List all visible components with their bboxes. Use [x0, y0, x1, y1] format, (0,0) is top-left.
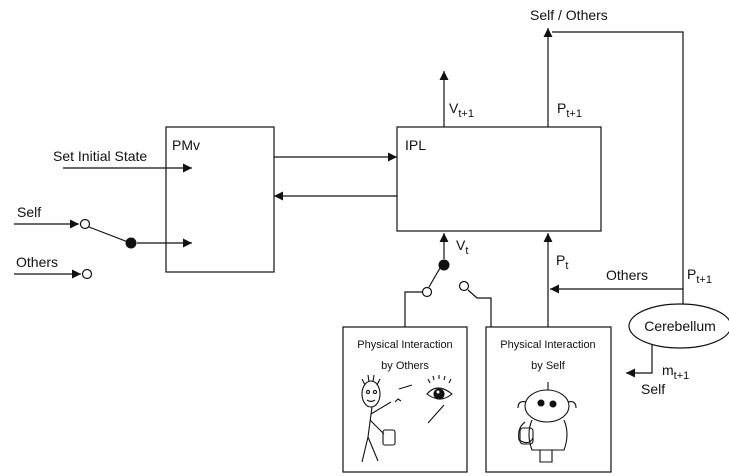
vision-switch-contacts	[404, 280, 492, 327]
v-next-output: Vt+1	[439, 71, 474, 127]
self-switch-contact	[79, 218, 91, 230]
others-input: Others	[14, 254, 93, 280]
p-next-top-label: Pt+1	[557, 100, 582, 120]
p-next-right-label: Pt+1	[687, 266, 712, 286]
pmv-block: PMv	[165, 126, 275, 273]
cerebellum-label: Cerebellum	[644, 318, 716, 334]
vision-switch-pivot	[438, 259, 450, 271]
stick-figure-illustration	[361, 374, 402, 463]
v-t-label: Vt	[456, 237, 468, 257]
self-others-line	[552, 31, 684, 304]
p-t-input: Pt	[543, 233, 568, 327]
vision-switch-blade	[428, 267, 441, 288]
phys-self-line2: by Self	[531, 360, 566, 372]
self-others-label: Self / Others	[530, 7, 608, 23]
physical-interaction-by-self-block: Physical Interaction by Self	[485, 326, 612, 473]
self-input: Self	[14, 204, 91, 230]
p-next-output: Pt+1	[543, 28, 582, 127]
phys-others-line2: by Others	[381, 360, 429, 372]
vision-contact-others	[421, 286, 433, 298]
phys-others-line1: Physical Interaction	[357, 339, 452, 351]
robot-illustration	[517, 382, 577, 463]
set-initial-state-label: Set Initial State	[53, 148, 147, 164]
motor-command-output: mt+1 Self	[626, 344, 689, 397]
self-vision-wire	[467, 289, 492, 327]
others-feedback-arrow: Others	[550, 267, 683, 294]
set-initial-state-input: Set Initial State	[53, 148, 192, 173]
m-next-label: mt+1	[662, 362, 689, 382]
self-input-label: Self	[17, 204, 41, 220]
vision-contact-self	[458, 280, 470, 292]
ipl-block: IPL	[396, 126, 602, 232]
v-t-input: Vt	[428, 233, 468, 288]
others-vision-wire	[404, 291, 422, 327]
self-others-feedback-loop: Self / Others	[530, 7, 684, 304]
eye-illustration	[398, 375, 453, 424]
input-selector-switch	[88, 226, 192, 249]
self-motor-label: Self	[641, 381, 665, 397]
p-t-label: Pt	[556, 252, 568, 272]
others-feedback-label: Others	[606, 267, 648, 283]
phys-self-line1: Physical Interaction	[500, 339, 595, 351]
ipl-label: IPL	[405, 137, 426, 153]
pmv-label: PMv	[172, 137, 200, 153]
v-next-label: Vt+1	[449, 100, 474, 120]
input-switch-pivot	[125, 237, 137, 249]
others-input-label: Others	[16, 254, 58, 270]
others-switch-contact	[81, 268, 93, 280]
cerebellum-block: Cerebellum	[628, 303, 729, 349]
physical-interaction-by-others-block: Physical Interaction by Others	[342, 326, 468, 473]
